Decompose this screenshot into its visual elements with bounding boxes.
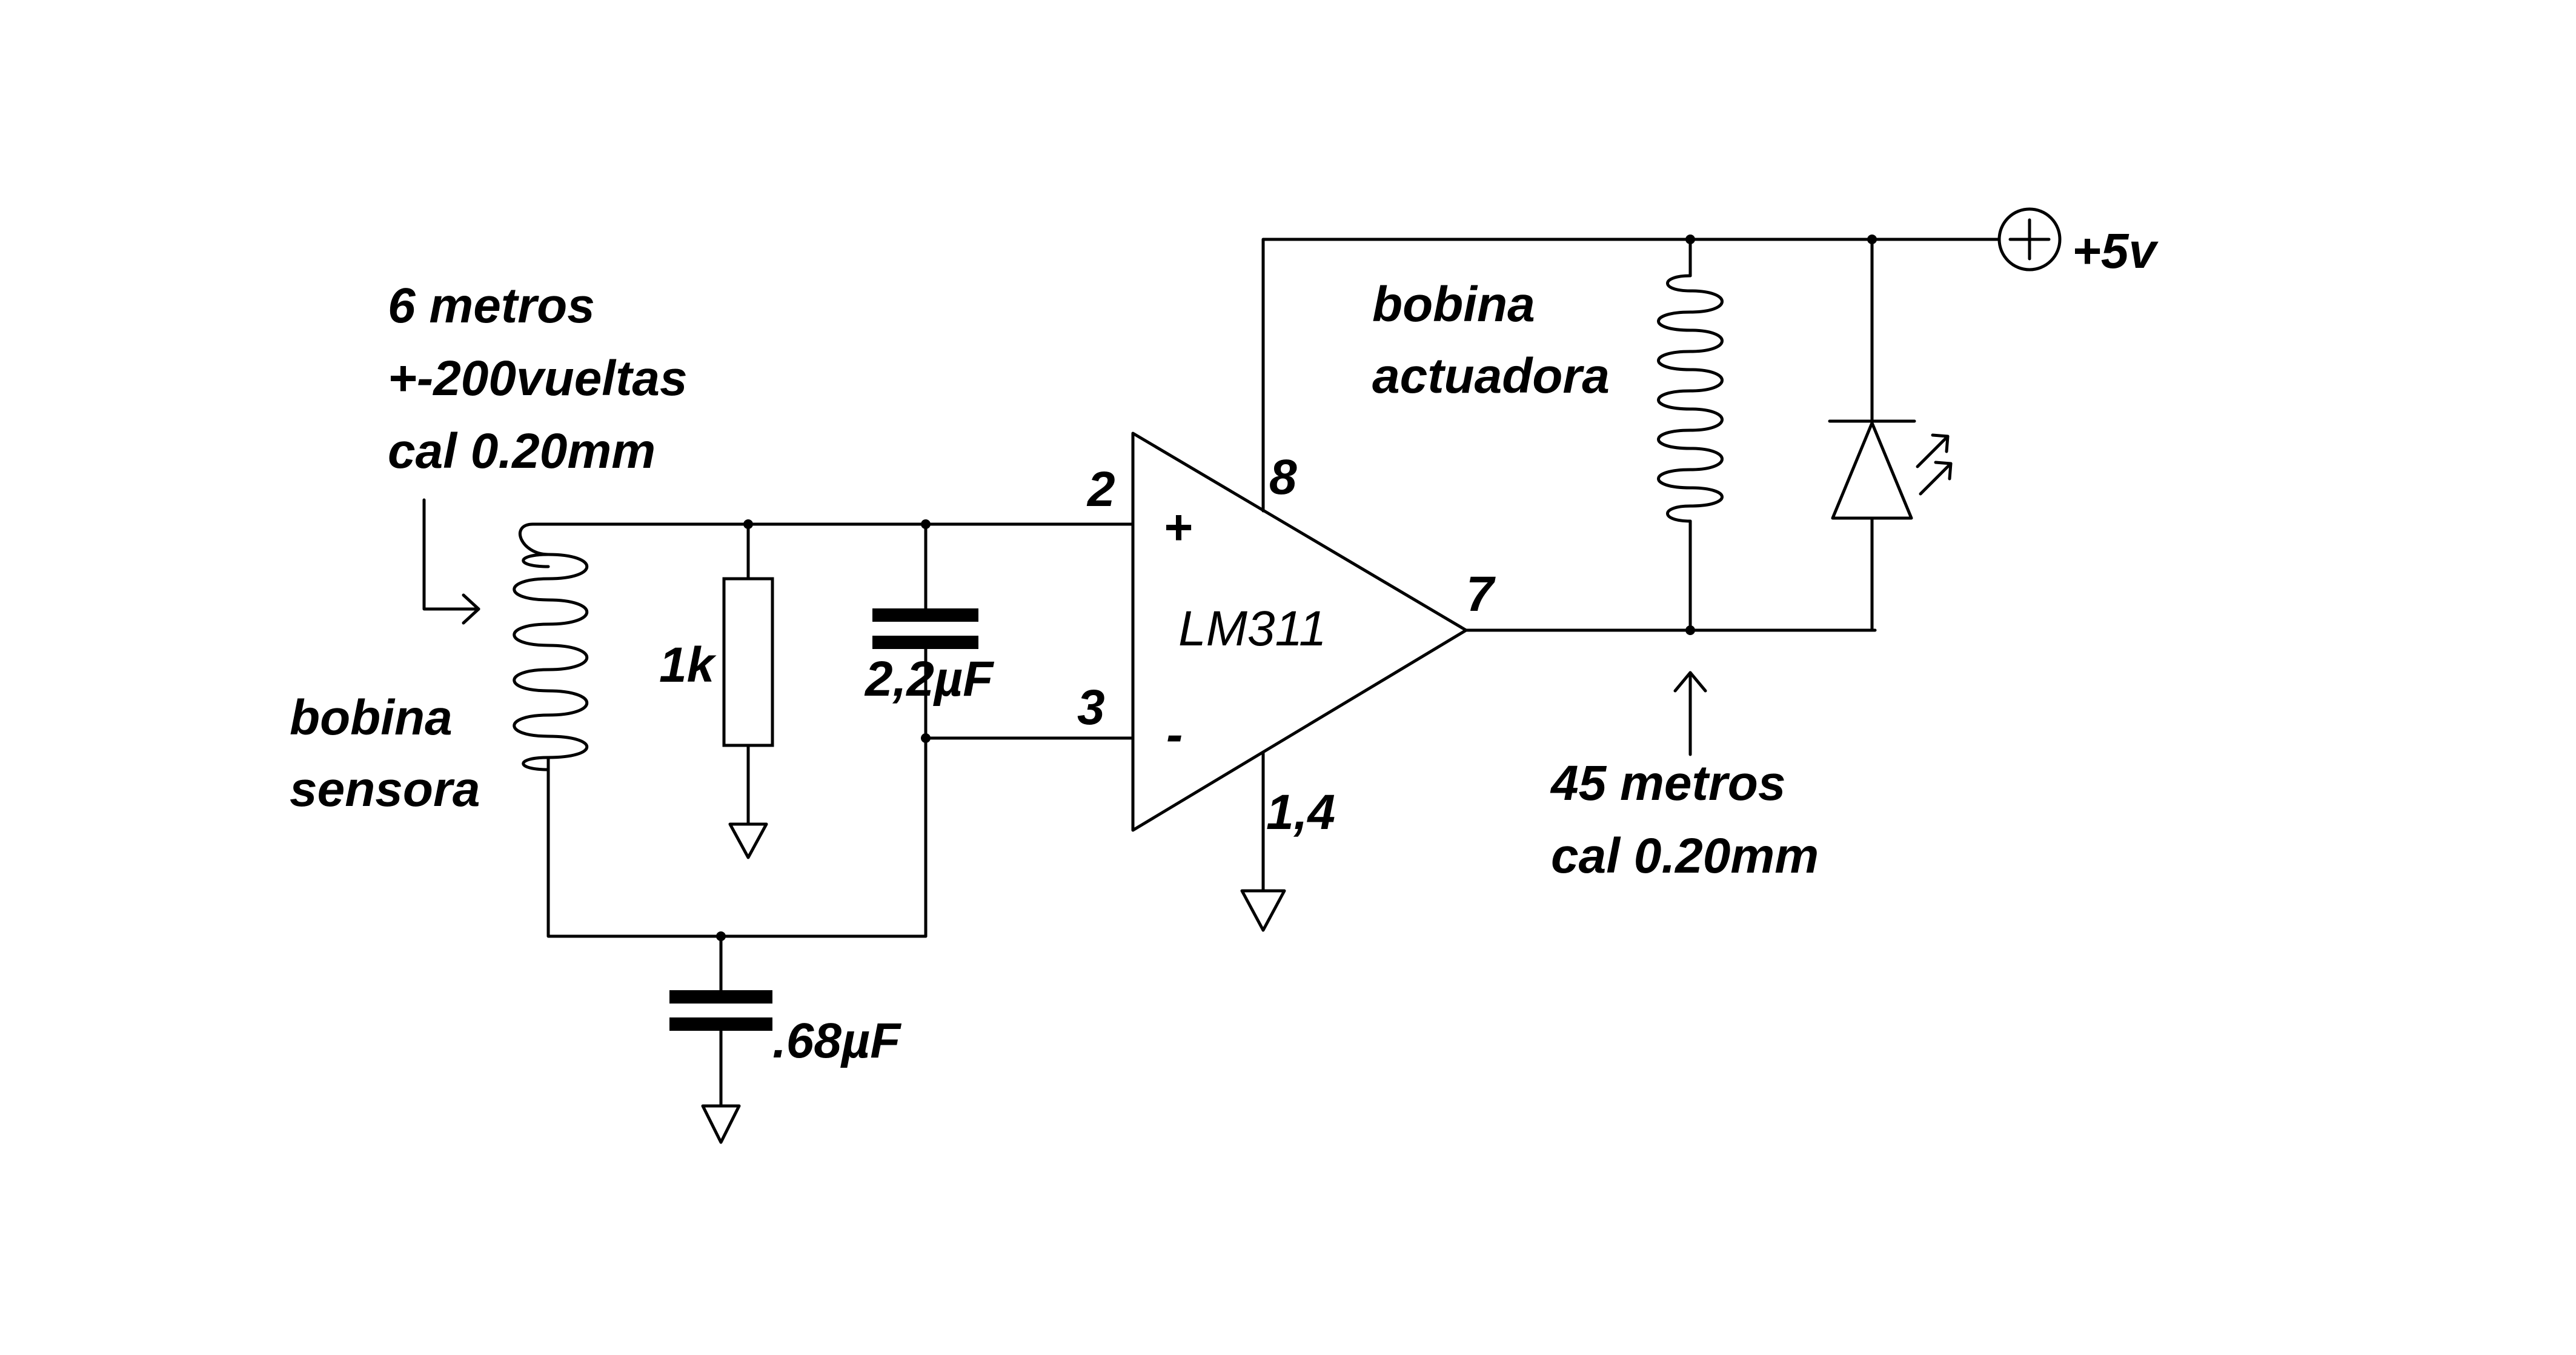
sensor-note-line1: 6 metros <box>388 278 595 333</box>
junction-dot <box>921 733 931 743</box>
actuator-coil-inductor <box>1657 274 1724 523</box>
opamp-plus-sign: + <box>1163 500 1192 555</box>
actuator-coil-label-line1: bobina <box>1372 277 1535 332</box>
resistor-label: 1k <box>659 638 717 693</box>
opamp-label: LM311 <box>1178 601 1327 656</box>
opamp-minus-sign: - <box>1166 707 1183 762</box>
resistor-1k <box>722 522 774 859</box>
capacitor-2-2uf <box>872 608 978 649</box>
opamp-lm311 <box>1131 238 1877 932</box>
sensor-coil-label-line1: bobina <box>290 690 453 745</box>
actuator-note-arrow <box>1673 671 1707 756</box>
sensor-coil-label-line2: sensora <box>290 762 480 817</box>
junction-dot <box>743 519 753 529</box>
pin-1-4-label: 1,4 <box>1266 785 1335 840</box>
actuator-note-line2: cal 0.20mm <box>1551 828 1819 884</box>
sensor-wiring <box>531 522 1135 938</box>
junction-dot <box>1685 235 1695 244</box>
actuator-coil-label-line2: actuadora <box>1372 348 1610 404</box>
sensor-note-arrow <box>422 498 480 625</box>
pin-7-label: 7 <box>1466 567 1496 622</box>
supply-terminal-icon <box>1997 207 2062 271</box>
capacitor-068uf <box>669 934 772 1144</box>
pin-2-label: 2 <box>1086 462 1115 517</box>
sensor-note-line3: cal 0.20mm <box>388 424 656 479</box>
junction-dot <box>716 931 726 941</box>
actuator-note-line1: 45 metros <box>1550 756 1785 811</box>
pin-3-label: 3 <box>1077 680 1105 735</box>
cap-top-label: 2,2µF <box>864 651 994 707</box>
supply-label: +5v <box>2072 224 2159 279</box>
sensor-coil-inductor <box>513 522 588 771</box>
junction-dot <box>1867 235 1877 244</box>
pin-8-label: 8 <box>1269 450 1297 505</box>
actuator-wiring <box>1688 238 2001 632</box>
junction-dot <box>1685 625 1695 635</box>
cap-bottom-label: .68µF <box>772 1013 901 1068</box>
led-diode <box>1828 419 1953 520</box>
junction-dot <box>921 519 931 529</box>
sensor-note-line2: +-200vueltas <box>388 351 688 406</box>
